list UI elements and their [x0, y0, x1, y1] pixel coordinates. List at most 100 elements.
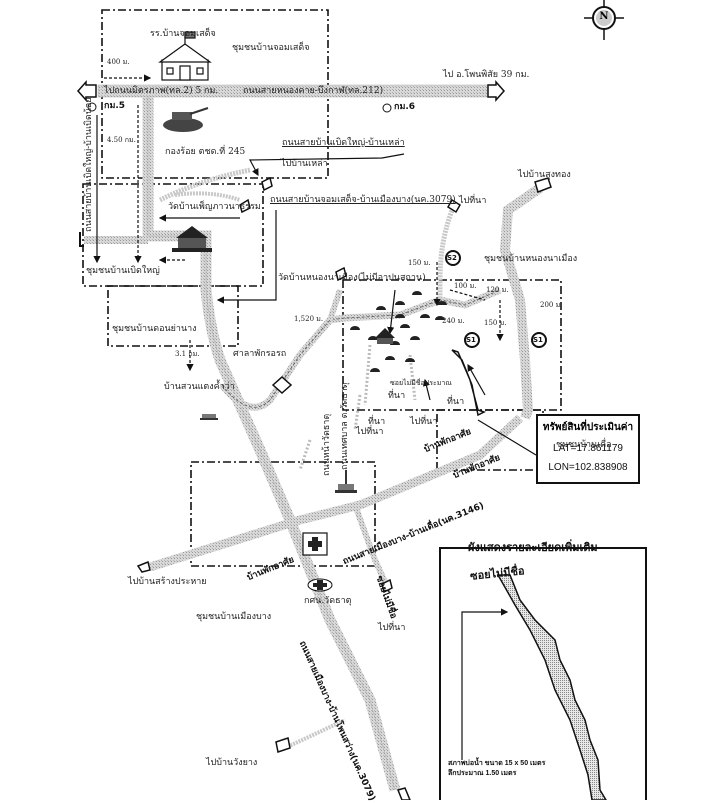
label-d200: 200 ม. [540, 301, 563, 309]
s1-marker-b-icon [531, 332, 547, 348]
label-to-friendship: ไปถนนมิตรภาพ(ทล.2) 5 กม. [104, 86, 219, 96]
s2-marker-icon [445, 250, 461, 266]
sala-icon [200, 414, 218, 420]
label-road-chom-muang-bang: ถนนสายบ้านจอมเสด็จ-บ้านเมืองบาง(นค.3079) [270, 195, 456, 205]
shop-diamond-icon [271, 375, 293, 395]
detail-inset-title: ผังแสดงรายละเอียดเพิ่มเติม [468, 542, 598, 554]
label-to-ban-lao: ไปบ้านเหล่า [281, 159, 328, 169]
label-field-a: ที่นา [388, 391, 406, 401]
label-to-wang-yang: ไปบ้านวังยาง [206, 758, 258, 768]
detail-note: สภาพบ่อน้ำ ขนาด 15 x 50 เมตร ลึกประมาณ 1… [448, 759, 545, 779]
arrow-chom-road-icon [239, 198, 251, 214]
temple-wat-that-icon [335, 470, 357, 493]
compass-icon [584, 0, 624, 40]
label-to-field-1: ไปที่นา [459, 196, 487, 206]
arrow-west-icon [76, 80, 97, 102]
km5-marker-icon [87, 102, 97, 112]
label-sala: ศาลาพักรอรถ [233, 349, 287, 359]
community-boundaries [82, 9, 562, 567]
detail-note-line1: สภาพบ่อน้ำ ขนาด 15 x 50 เมตร [448, 760, 546, 767]
label-soi-note: ซอยไม่มีชื่อประมาณ [390, 379, 452, 387]
label-d1520: 1,520 ม. [294, 315, 324, 323]
label-to-phonphisai: ไป อ.โพนพิสัย 39 กม. [443, 70, 530, 80]
arrow-east-icon [487, 80, 506, 102]
detail-leader [461, 608, 509, 760]
leader-lines [93, 74, 537, 456]
label-wat-nong-na-muang: วัดบ้านหนองนาเมือง(ไม่มีอาปนสถาน) [278, 273, 426, 283]
school-icon [158, 31, 212, 81]
property-lat: LAT=17.861179 [553, 443, 623, 454]
label-highway-212: ถนนสายหนองคาย-บึงกาฬ(ทล.212) [243, 86, 384, 96]
label-s1a: S1 [466, 336, 476, 344]
label-road-wat-that: ถนนหน้าวัดธาตุ [322, 413, 332, 476]
label-school: รร.บ้านจอมเสด็จ [150, 29, 216, 39]
arrow-sang-prahai-icon [136, 560, 151, 573]
road-wat-that [352, 503, 388, 584]
arrow-field-2-icon [446, 198, 462, 214]
label-to-sang-prahai: ไปบ้านสร้างประหาย [128, 577, 207, 587]
boundary-nong-na-muang [342, 279, 562, 411]
detail-road-strip [496, 574, 607, 800]
road-3146 [148, 414, 524, 572]
label-field-c: ที่นา [368, 417, 386, 427]
property-title: ทรัพย์สินที่ประเมินค่า [542, 422, 634, 433]
road-to-sung-thong [499, 183, 543, 420]
house-icons [350, 291, 447, 372]
boundary-muang-bang [190, 461, 376, 567]
label-field-b: ที่นา [447, 397, 465, 407]
road-wang-yang [284, 718, 346, 750]
label-d150a: 150 ม. [408, 259, 431, 267]
road-field-north [437, 207, 456, 300]
arrow-south-icon [396, 787, 411, 800]
hospital-icon [302, 532, 328, 556]
label-d150b: 150 ม. [484, 319, 507, 327]
property-parcel [451, 349, 486, 417]
label-s2: S2 [447, 254, 457, 262]
label-hua-community: ชุมชนบ้านเดื่อ [556, 440, 612, 450]
detail-note-line2: ลึกประมาณ 1.50 เมตร [448, 770, 517, 777]
label-don-yang-community: ชุมชนบ้านดอนย่านาง [112, 324, 197, 334]
label-d100: 100 ม. [454, 282, 477, 290]
label-d240: 240 ม. [442, 317, 465, 325]
road-ban-lao [158, 167, 251, 203]
label-road-mitai-mitnoi: ถนนสายบ้านเบิดใหญ่-บ้านเบิดน้อย [84, 97, 94, 232]
s-markers [445, 250, 547, 348]
arrow-field-north-icon [335, 266, 347, 282]
label-muang-bang-community: ชุมชนบ้านเมืองบาง [196, 612, 272, 622]
label-nong-na-muang-community: ชุมชนบ้านหนองนาเมือง [484, 254, 578, 264]
label-d450: 4.50 กม. [107, 136, 136, 144]
label-chom-community: ชุมชนบ้านจอมเสด็จ [232, 43, 310, 53]
km6-marker-icon [382, 103, 392, 113]
label-army: กองร้อย ตชด.ที่ 245 [165, 147, 246, 157]
label-wat-phen: วัดบ้านเพ็ญภาวนาธรรม [168, 202, 261, 212]
arrow-sung-thong-icon [534, 177, 552, 193]
label-road-mitai-banlao: ถนนสายบ้านเบิดใหญ่-บ้านเหล่า [282, 138, 405, 148]
label-d120: 120 ม. [486, 286, 509, 294]
label-km5: กม.5 [104, 101, 126, 111]
label-ban-suan-daeng: บ้านสวนแตงค้ำว่า [164, 382, 235, 392]
detail-inset-frame [439, 547, 647, 800]
tank-icon [163, 107, 209, 132]
s1-marker-a-icon [464, 332, 480, 348]
arrow-ban-lao-icon [261, 176, 273, 192]
temple-nong-na-muang-icon [375, 328, 395, 344]
field-lanes [298, 344, 417, 471]
temple-icon [172, 226, 212, 252]
arrow-field-3-icon [381, 578, 393, 594]
label-km6: กม.6 [394, 102, 416, 112]
label-s1b: S1 [533, 336, 543, 344]
health-center-icon [307, 578, 333, 592]
compass-label: N [599, 11, 609, 22]
label-to-field-2: ไปที่นา [410, 417, 438, 427]
label-to-field-3: ไปที่นา [356, 427, 384, 437]
label-to-sung-thong: ไปบ้านสูงทอง [518, 170, 571, 180]
label-d31: 3.1 กม. [175, 350, 200, 358]
arrow-wang-yang-icon [275, 737, 291, 753]
label-road-tesaban: ถนนเทศบาล ต.วัดธาตุ [340, 382, 350, 470]
label-mitai-community: ชุมชนบ้านเบิดใหญ่ [86, 266, 160, 276]
boundary-don-yang [107, 285, 239, 347]
label-to-field-4: ไปที่นา [378, 623, 406, 633]
property-info-box: ทรัพย์สินที่ประเมินค่า LAT=17.861179 LON… [536, 414, 640, 484]
label-health-center: กศน.วัดธาตุ [304, 596, 352, 606]
